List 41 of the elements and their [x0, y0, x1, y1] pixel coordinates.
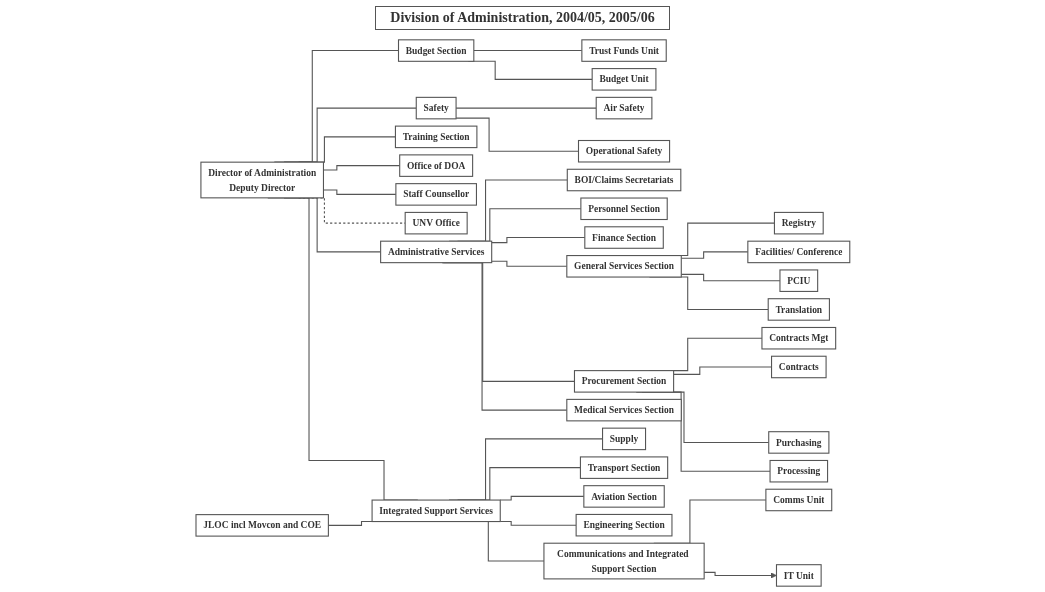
node-box: IT Unit	[775, 564, 822, 587]
node-box: Facilities/ Conference	[746, 240, 850, 264]
node-box: Contracts Mgt	[761, 326, 836, 350]
node-box: Integrated Support Services	[371, 499, 501, 523]
arrow	[703, 571, 777, 579]
diagram-title: Division of Administration, 2004/05, 2005/06	[375, 6, 670, 30]
connector	[490, 237, 585, 244]
node-box: Medical Services Section	[565, 398, 682, 422]
node-box: Supply	[601, 427, 646, 451]
connector	[455, 117, 579, 152]
node-box: Administrative Services	[379, 240, 492, 264]
node-box: Budget Section	[397, 39, 474, 62]
node-box: Trust Funds Unit	[580, 39, 667, 62]
node-box: Procurement Section	[573, 370, 674, 393]
node-box: Translation	[767, 298, 830, 321]
node-box: Engineering Section	[575, 513, 673, 537]
node-box: Registry	[773, 211, 824, 235]
node-box: BOI/Claims Secretariats	[566, 168, 681, 192]
node-box: Training Section	[394, 125, 478, 149]
node-box: Operational Safety	[577, 139, 670, 163]
node-box: Processing	[769, 459, 828, 483]
node-box: Transport Section	[579, 456, 668, 479]
node-box: General Services Section	[565, 255, 682, 278]
connector	[680, 251, 748, 259]
node-box: Safety	[415, 96, 457, 120]
node-box: Budget Unit	[591, 68, 657, 91]
node-box: Contracts	[770, 355, 827, 379]
node-box: Communications and Integrated Support Section	[543, 542, 705, 580]
node-box: Comms Unit	[764, 488, 832, 512]
node-box: Air Safety	[595, 96, 653, 120]
node-box: PCIU	[779, 269, 818, 292]
node-box: Office of DOA	[398, 154, 473, 177]
node-box: Personnel Section	[579, 197, 668, 221]
node-box: Staff Counsellor	[394, 183, 477, 206]
node-box: Purchasing	[767, 431, 830, 454]
connector	[499, 495, 584, 501]
node-box: Director of Administration Deputy Director	[200, 161, 324, 199]
node-box: Aviation Section	[582, 485, 665, 508]
node-box: Finance Section	[583, 226, 664, 249]
node-box: JLOC incl Movcon and COE	[195, 514, 329, 537]
node-box: UNV Office	[404, 211, 468, 235]
